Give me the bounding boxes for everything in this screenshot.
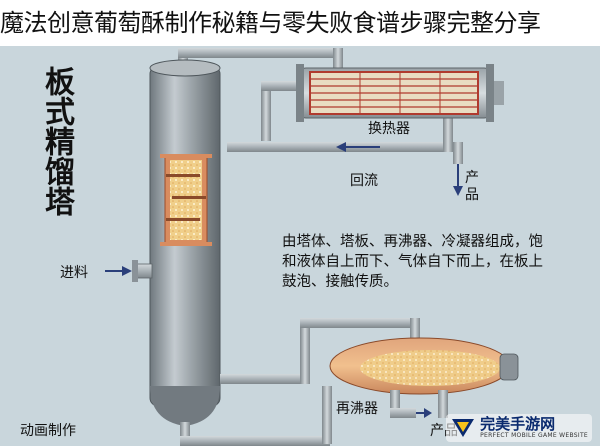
reflux-label: 回流: [350, 173, 378, 189]
product-bottom-arrow: [416, 408, 432, 418]
animation-credit: 动画制作: [20, 423, 76, 439]
product-top-arrow: [453, 164, 463, 196]
heat-exchanger: [296, 64, 504, 122]
watermark-main: 完美手游网: [480, 415, 556, 433]
reflux-arrow: [336, 142, 380, 152]
feed-nozzle: [105, 260, 153, 282]
description-text: 由塔体、塔板、再沸器、冷凝器组成，饱和液体自上而下、气体自下而上，在板上鼓泡、接…: [282, 234, 543, 290]
reboiler-label: 再沸器: [336, 401, 378, 417]
diagram-title: 板式精馏塔: [39, 66, 74, 216]
bottom-pipe: [180, 318, 420, 446]
distillation-diagram: [105, 48, 519, 446]
feed-label: 进料: [60, 265, 88, 281]
watermark-sub: PERFECT MOBILE GAME WEBSITE: [480, 432, 588, 439]
reboiler: [329, 337, 519, 418]
diagram-stage: 板式精馏塔 换热器 回流 产品 进料 再沸器 产品 由塔体、塔板、再沸器、冷凝器…: [0, 46, 600, 446]
watermark-logo: 完美手游网 PERFECT MOBILE GAME WEBSITE: [446, 414, 592, 442]
logo-icon: [452, 419, 475, 437]
headline: 魔法创意葡萄酥制作秘籍与零失败食谱步骤完整分享: [0, 0, 600, 46]
heat-exchanger-label: 换热器: [368, 121, 410, 137]
tray-section: [160, 154, 212, 246]
product-top-label: 产品: [465, 170, 479, 203]
